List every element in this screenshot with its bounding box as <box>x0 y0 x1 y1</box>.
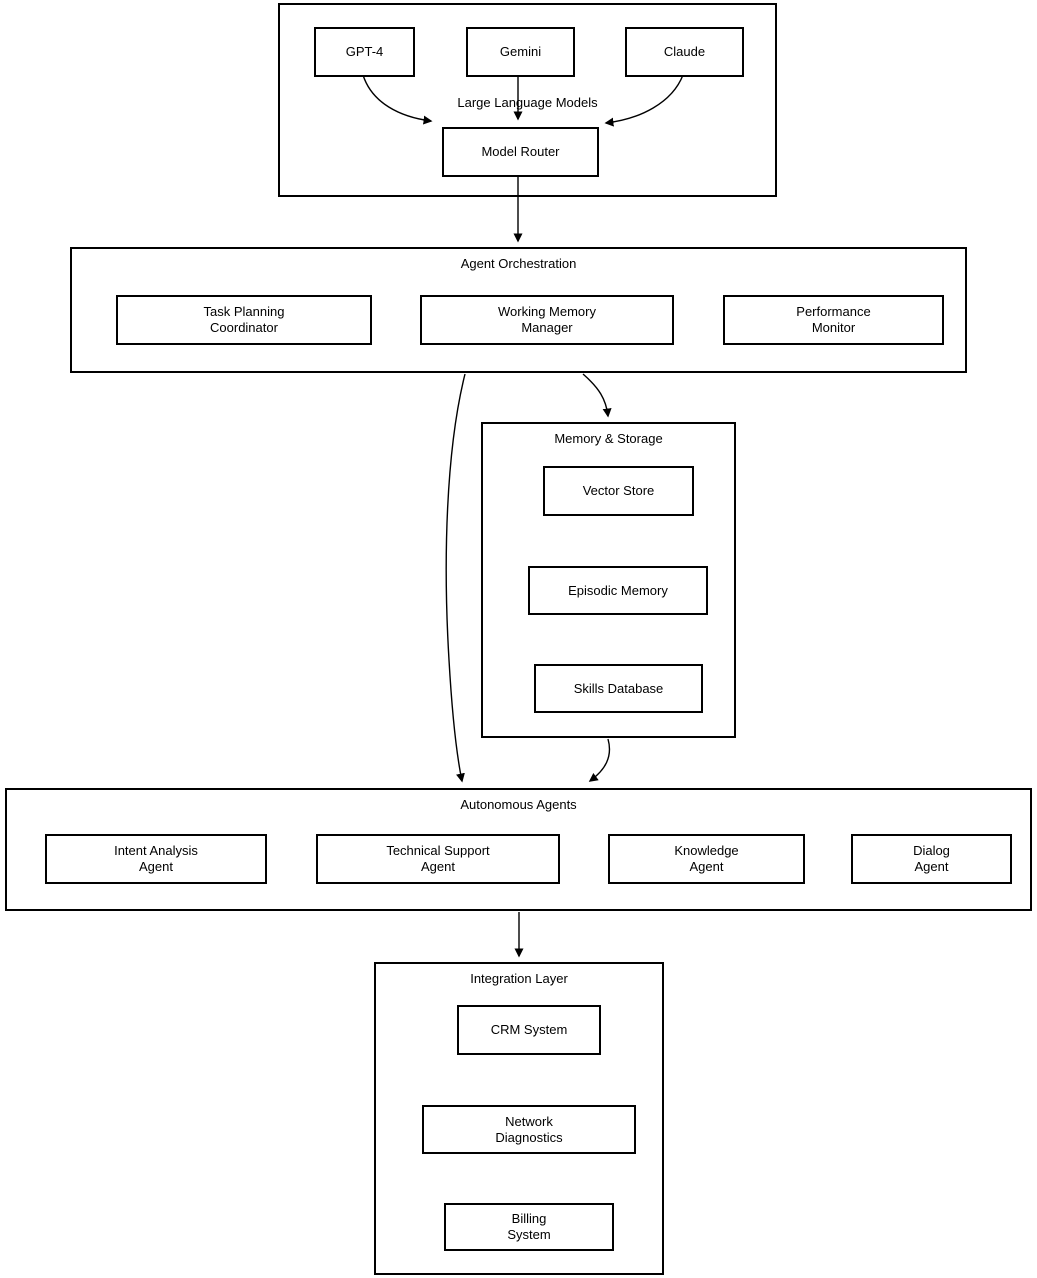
node-working-memory: Working Memory Manager <box>420 295 674 345</box>
node-model-router: Model Router <box>442 127 599 177</box>
node-performance-monitor: Performance Monitor <box>723 295 944 345</box>
node-claude: Claude <box>625 27 744 77</box>
node-performance-monitor-label: Performance Monitor <box>796 304 871 335</box>
node-task-planning-label: Task Planning Coordinator <box>203 304 285 335</box>
edge-orchestration-to-agents <box>445 373 466 783</box>
node-knowledge-agent: Knowledge Agent <box>608 834 805 884</box>
node-dialog-agent-label: Dialog Agent <box>913 843 950 874</box>
edge-claude-to-model-router <box>604 74 684 127</box>
edge-gpt4-to-model-router <box>362 74 433 125</box>
edge-orchestration-to-memory <box>582 373 612 418</box>
container-integration-title: Integration Layer <box>470 971 568 986</box>
node-gemini-label: Gemini <box>499 44 542 59</box>
node-task-planning: Task Planning Coordinator <box>116 295 372 345</box>
node-network-diagnostics: Network Diagnostics <box>422 1105 636 1154</box>
container-llm: Large Language Models GPT-4 Gemini Claud… <box>278 3 777 197</box>
node-working-memory-label: Working Memory Manager <box>497 304 596 335</box>
container-agents-title: Autonomous Agents <box>460 797 577 812</box>
container-orchestration-title: Agent Orchestration <box>460 256 577 271</box>
node-technical-support: Technical Support Agent <box>316 834 560 884</box>
node-skills-database: Skills Database <box>534 664 703 713</box>
node-billing-system-label: Billing System <box>507 1211 551 1242</box>
container-integration: Integration Layer CRM System Network Dia… <box>374 962 664 1275</box>
container-memory-title: Memory & Storage <box>554 431 663 446</box>
node-vector-store: Vector Store <box>543 466 694 516</box>
node-skills-database-label: Skills Database <box>573 680 664 696</box>
node-crm-system-label: CRM System <box>490 1022 568 1037</box>
node-vector-store-label: Vector Store <box>582 483 655 498</box>
container-agents: Autonomous Agents Intent Analysis Agent … <box>5 788 1032 911</box>
node-model-router-label: Model Router <box>481 144 560 159</box>
node-intent-analysis-label: Intent Analysis Agent <box>114 843 198 874</box>
node-claude-label: Claude <box>663 44 706 59</box>
node-crm-system: CRM System <box>457 1005 601 1055</box>
container-llm-title: Large Language Models <box>457 95 598 110</box>
node-episodic-memory-label: Episodic Memory <box>568 582 668 598</box>
node-technical-support-label: Technical Support Agent <box>386 843 490 874</box>
edge-memory-to-agents <box>588 738 611 782</box>
node-gpt4: GPT-4 <box>314 27 415 77</box>
node-gemini: Gemini <box>466 27 575 77</box>
container-orchestration: Agent Orchestration Task Planning Coordi… <box>70 247 967 373</box>
node-network-diagnostics-label: Network Diagnostics <box>495 1113 563 1145</box>
node-episodic-memory: Episodic Memory <box>528 566 708 615</box>
container-memory: Memory & Storage Vector Store Episodic M… <box>481 422 736 738</box>
node-billing-system: Billing System <box>444 1203 614 1251</box>
node-intent-analysis: Intent Analysis Agent <box>45 834 267 884</box>
node-dialog-agent: Dialog Agent <box>851 834 1012 884</box>
node-knowledge-agent-label: Knowledge Agent <box>674 843 739 874</box>
node-gpt4-label: GPT-4 <box>345 44 384 59</box>
